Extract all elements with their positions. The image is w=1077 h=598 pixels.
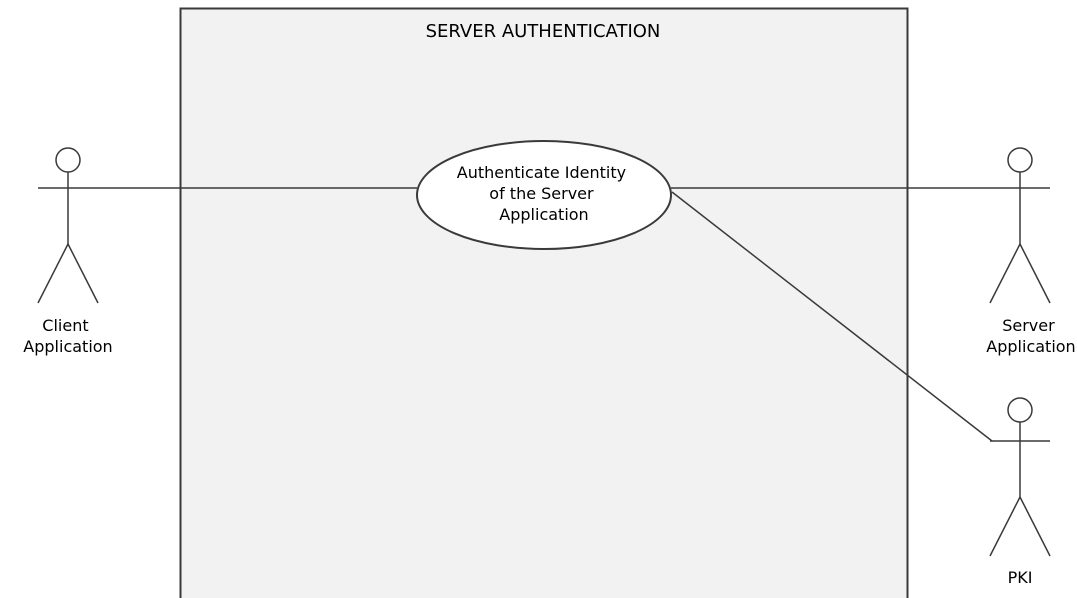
actor-client-label-line-1: Client [42, 316, 88, 335]
use-case-label: Authenticate Identity of the Server Appl… [457, 163, 631, 224]
use-case-label-line-2: of the Server [489, 184, 594, 203]
actor-client-label: Client Application [23, 316, 112, 356]
use-case-ellipse [416, 140, 672, 250]
system-title: SERVER AUTHENTICATION [426, 21, 661, 42]
actor-client-icon [37, 147, 99, 304]
system-boundary [179, 7, 909, 598]
actor-pki-label: PKI [1008, 568, 1033, 587]
use-case-label-line-1: Authenticate Identity [457, 163, 626, 182]
actor-server-label-line-2: Application [986, 337, 1075, 356]
actor-server-label: Server Application [986, 316, 1075, 356]
actor-client-label-line-2: Application [23, 337, 112, 356]
actor-pki-icon [989, 397, 1051, 557]
use-case-label-line-3: Application [499, 205, 588, 224]
association-pki [671, 191, 993, 442]
actor-server-icon [989, 147, 1051, 304]
actor-server-label-line-1: Server [1002, 316, 1055, 335]
